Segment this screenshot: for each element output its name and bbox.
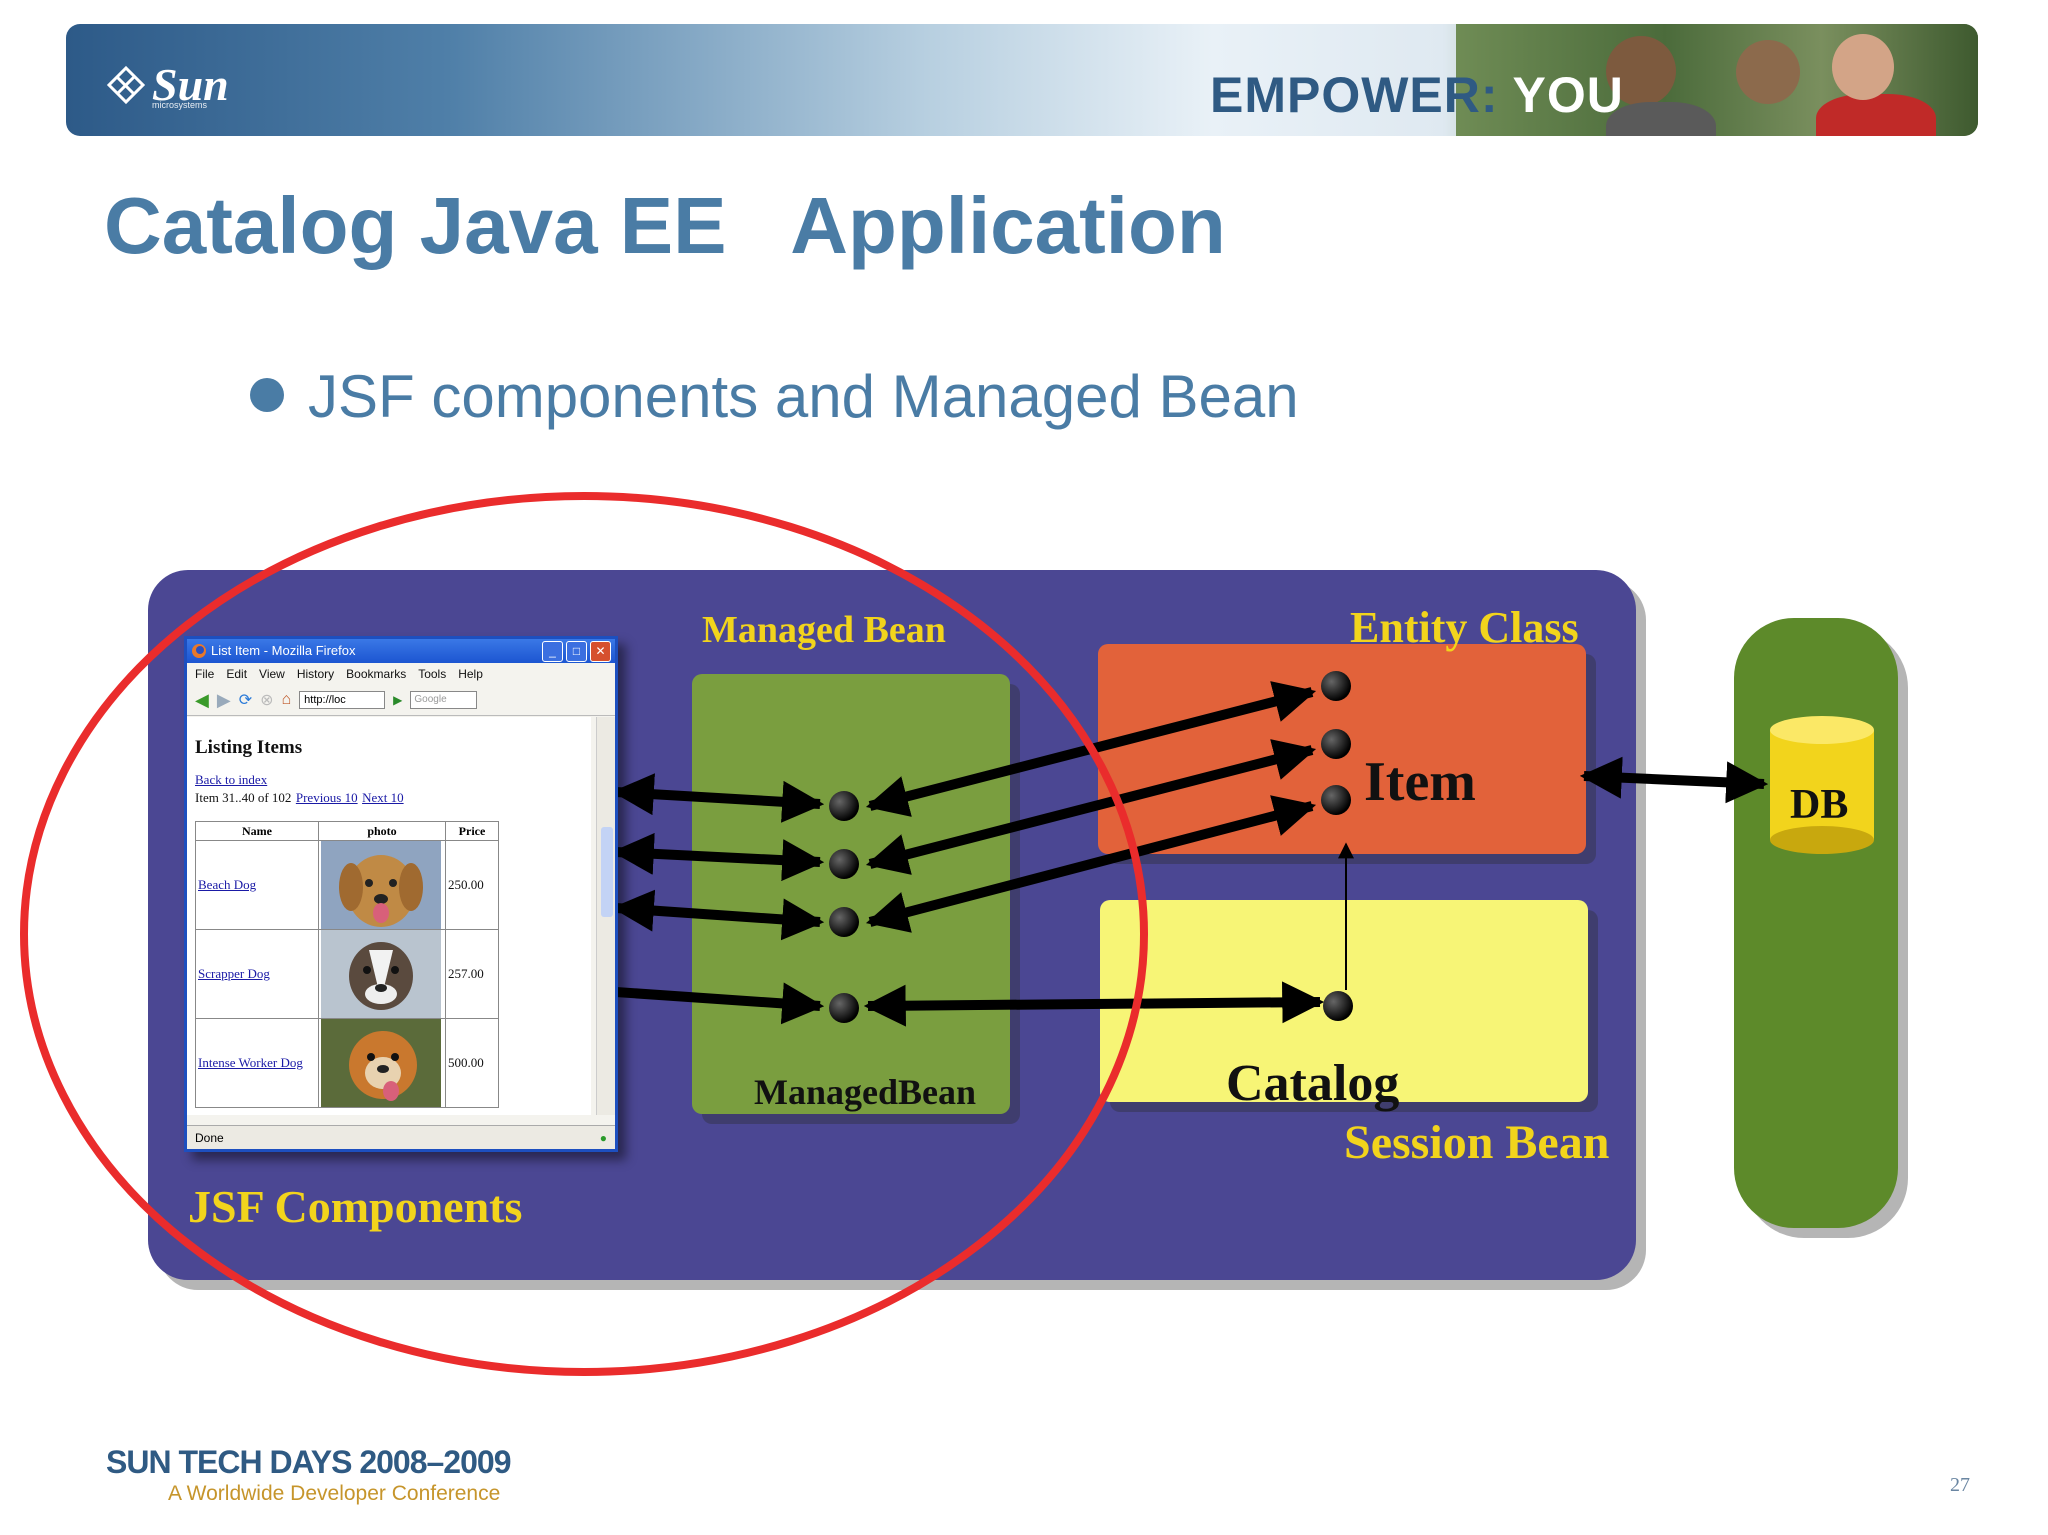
back-link-row: Back to index (195, 771, 267, 789)
item-name-link[interactable]: Scrapper Dog (198, 966, 270, 981)
arrow-entity-db (1579, 756, 1769, 804)
browser-scrollbar[interactable] (596, 717, 615, 1115)
footer-years: 2008–2009 (359, 1444, 511, 1480)
items-table: Name photo Price Beach Dog (195, 821, 499, 1108)
jsf-components-label: JSF Components (188, 1181, 522, 1232)
footer-event: SUN TECH DAYS 2008–2009 (106, 1444, 511, 1481)
managed-bean-inner-label: ManagedBean (754, 1072, 976, 1112)
tagline-prefix: EMPOWER: (1210, 67, 1499, 123)
browser-statusbar: Done ● (187, 1125, 615, 1149)
browser-window: List Item - Mozilla Firefox _ □ ✕ File E… (184, 636, 618, 1152)
bullet-dot (250, 378, 284, 412)
column-header: Name (195, 821, 319, 841)
stop-icon[interactable]: ⊗ (260, 692, 274, 709)
header-banner: Sun microsystems EMPOWER: YOU (66, 24, 1978, 136)
catalog-label: Catalog (1226, 1055, 1399, 1112)
session-port (1323, 991, 1353, 1021)
browser-title: List Item - Mozilla Firefox (211, 643, 356, 658)
minimize-button[interactable]: _ (542, 641, 563, 662)
reload-icon[interactable]: ⟳ (238, 692, 253, 709)
bean-port-4 (829, 993, 859, 1023)
maximize-button[interactable]: □ (566, 641, 587, 662)
entity-port-3 (1321, 785, 1351, 815)
bean-port-2 (829, 849, 859, 879)
menu-file[interactable]: File (195, 667, 215, 681)
back-arrow-icon[interactable]: ◀ (195, 689, 209, 710)
menu-edit[interactable]: Edit (226, 667, 248, 681)
browser-toolbar: ◀ ▶ ⟳ ⊗ ⌂ http://loc ▶ Google (187, 685, 615, 716)
menu-help[interactable]: Help (458, 667, 483, 681)
entity-port-2 (1321, 729, 1351, 759)
dog-photo-2 (321, 930, 441, 1018)
footer-event-name: SUN TECH DAYS (106, 1444, 352, 1480)
managed-bean-label: Managed Bean (702, 609, 946, 651)
close-button[interactable]: ✕ (590, 641, 611, 662)
column-header: photo (318, 821, 446, 841)
url-field[interactable]: http://loc (299, 691, 386, 709)
browser-menubar: File Edit View History Bookmarks Tools H… (187, 663, 615, 685)
bullet-text: JSF components and Managed Bean (308, 363, 1299, 430)
dog-photo-3 (321, 1019, 441, 1107)
scrollbar-thumb[interactable] (601, 827, 613, 917)
item-label: Item (1364, 751, 1476, 813)
pagination-row: Item 31..40 of 102 Previous 10 Next 10 (195, 789, 404, 807)
table-row: Beach Dog 250.00 (195, 840, 499, 930)
sun-logo: Sun (106, 58, 229, 111)
page-heading: Listing Items (195, 737, 303, 758)
bean-port-1 (829, 791, 859, 821)
next-link[interactable]: Next 10 (362, 790, 404, 805)
browser-titlebar: List Item - Mozilla Firefox _ □ ✕ (187, 639, 615, 663)
status-ok-icon: ● (599, 1131, 607, 1145)
arrow-bean-session (863, 981, 1325, 1027)
banner-photo (1456, 24, 1978, 136)
item-name-link[interactable]: Intense Worker Dog (198, 1055, 303, 1070)
back-to-index-link[interactable]: Back to index (195, 772, 268, 787)
forward-arrow-icon[interactable]: ▶ (216, 689, 231, 710)
menu-view[interactable]: View (259, 667, 285, 681)
dog-photo-1 (321, 841, 441, 929)
db-label: DB (1790, 782, 1848, 828)
db-column (1734, 618, 1898, 1228)
entity-class-label: Entity Class (1350, 603, 1579, 652)
menu-bookmarks[interactable]: Bookmarks (346, 667, 407, 681)
go-icon[interactable]: ▶ (393, 693, 403, 707)
bean-port-3 (829, 907, 859, 937)
slide-title: Catalog Java EE Application (104, 181, 1226, 270)
item-price: 257.00 (448, 966, 484, 981)
column-header: Price (445, 821, 499, 841)
session-bean-label: Session Bean (1344, 1116, 1609, 1169)
tagline-suffix: YOU (1512, 67, 1624, 123)
sun-logo-icon (106, 65, 146, 104)
logo-subtext: microsystems (152, 100, 208, 110)
entity-port-1 (1321, 671, 1351, 701)
status-text: Done (195, 1131, 224, 1145)
page-number: 27 (1950, 1474, 1970, 1496)
banner-tagline: EMPOWER: YOU (1210, 66, 1624, 124)
item-name-link[interactable]: Beach Dog (198, 877, 257, 892)
db-cylinder-icon (1770, 716, 1874, 854)
home-icon[interactable]: ⌂ (281, 691, 292, 708)
menu-history[interactable]: History (296, 667, 335, 681)
item-price: 500.00 (448, 1055, 484, 1070)
range-text: Item 31..40 of 102 (195, 790, 292, 805)
browser-content: Listing Items Back to index Item 31..40 … (187, 717, 591, 1115)
item-price: 250.00 (448, 877, 484, 892)
firefox-icon (192, 644, 206, 658)
logo-text: Sun (152, 59, 229, 110)
footer-subtitle: A Worldwide Developer Conference (168, 1482, 501, 1505)
search-field[interactable]: Google (410, 691, 478, 709)
previous-link[interactable]: Previous 10 (295, 790, 358, 805)
menu-tools[interactable]: Tools (418, 667, 447, 681)
table-row: Intense Worker Dog 500.00 (195, 1018, 499, 1108)
table-row: Scrapper Dog 257.00 (195, 929, 499, 1019)
